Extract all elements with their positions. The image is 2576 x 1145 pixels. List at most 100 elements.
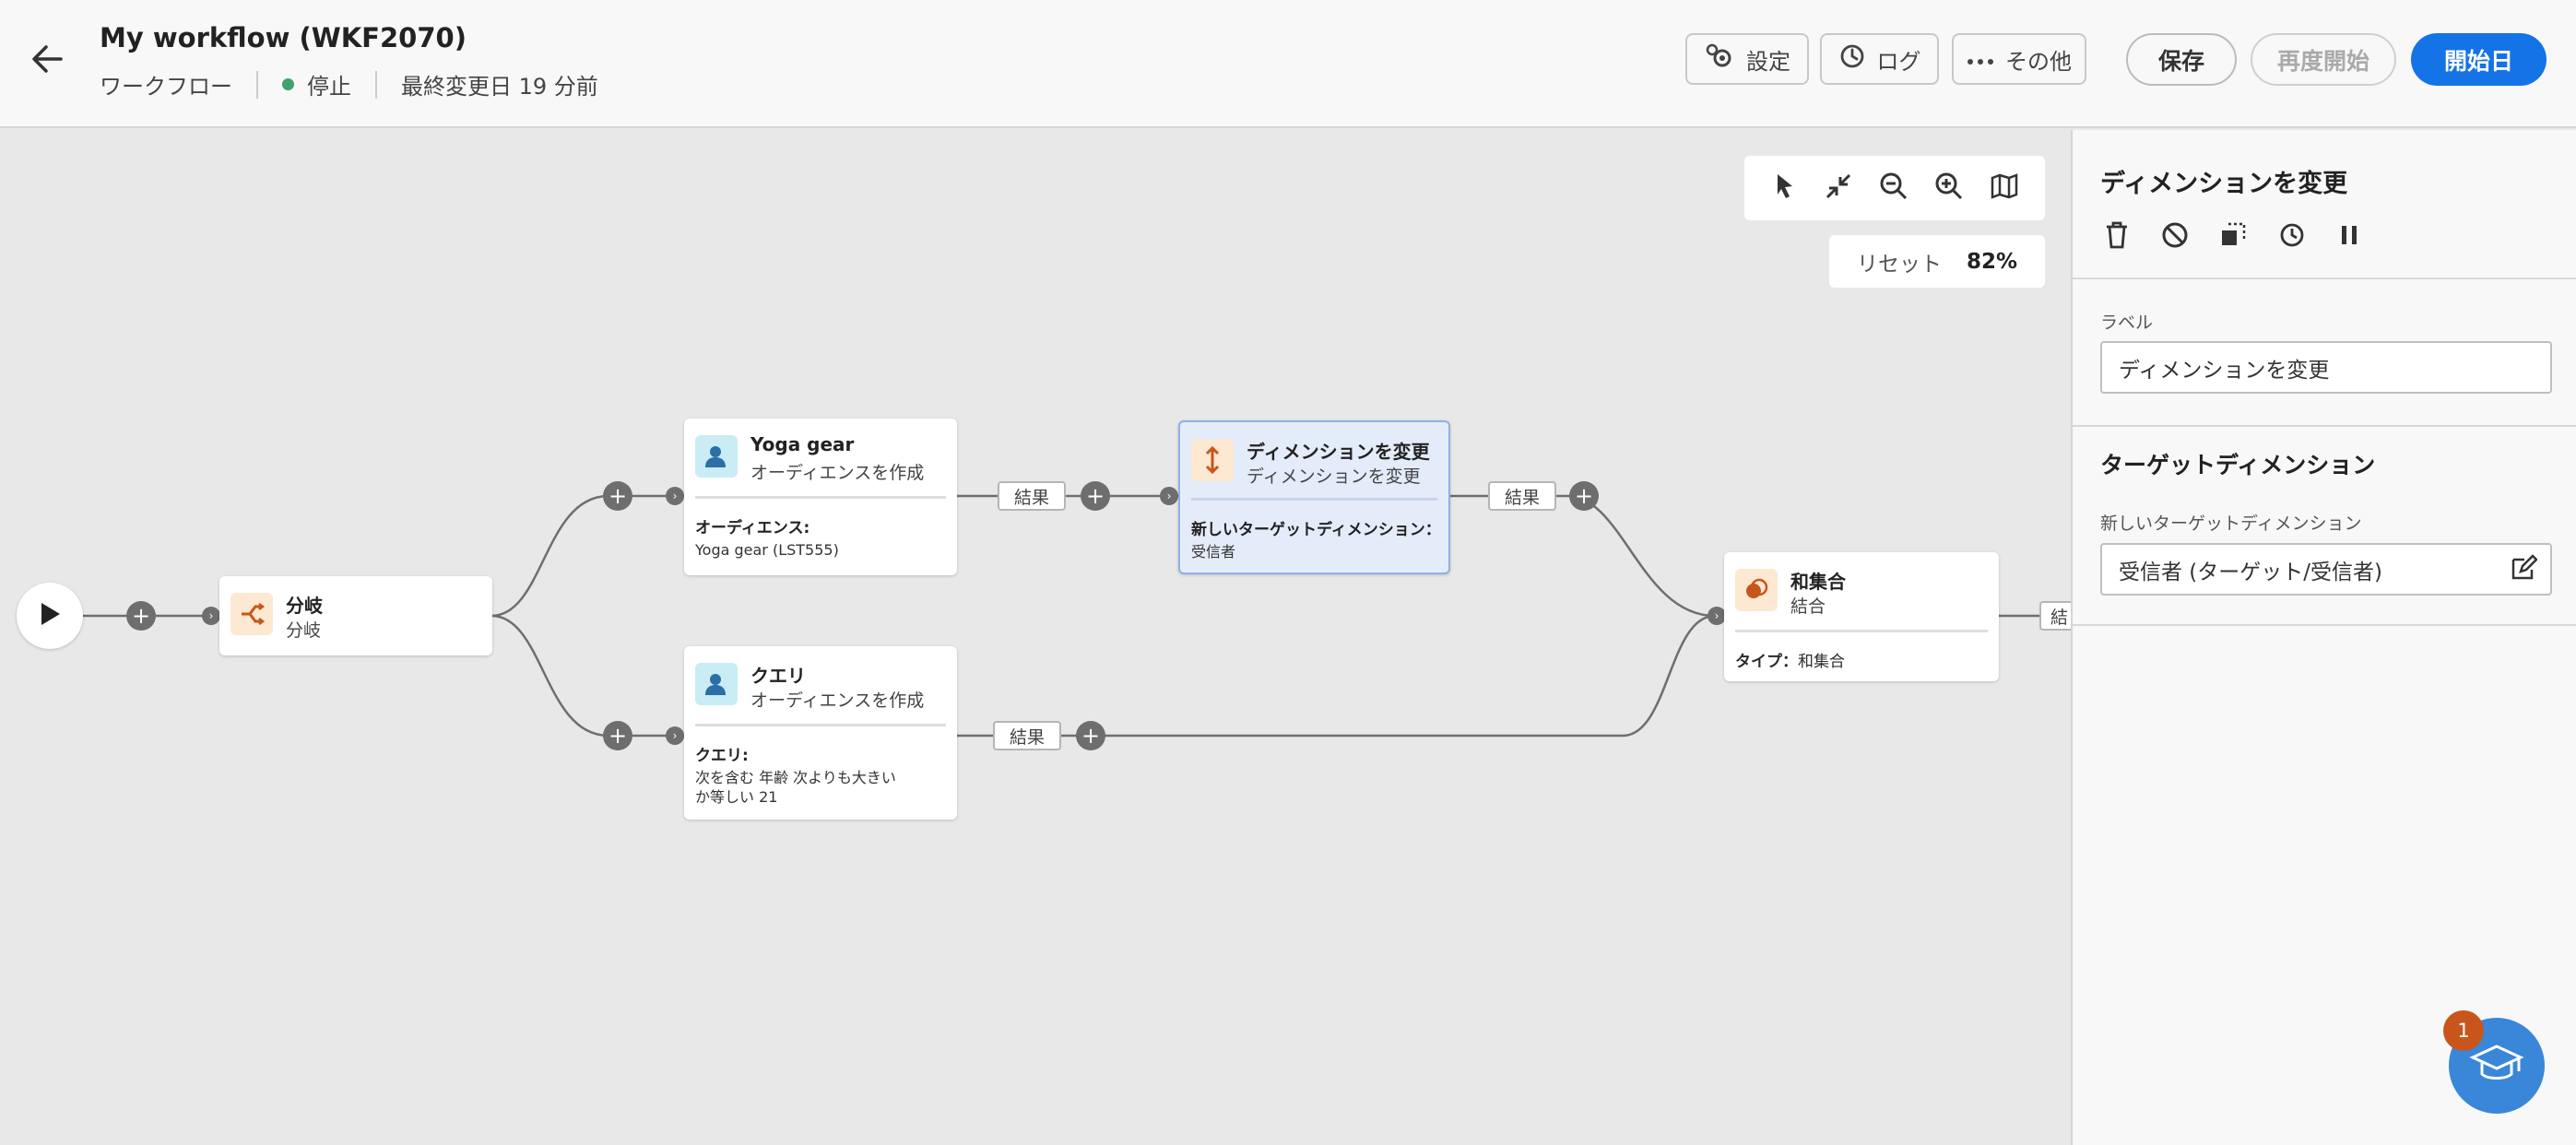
chevron-right-icon: › xyxy=(666,487,684,505)
label-input[interactable]: ディメンションを変更 xyxy=(2100,341,2552,394)
pause-icon[interactable] xyxy=(2333,218,2366,252)
chevron-right-icon: › xyxy=(1160,487,1178,505)
zoom-controls: リセット 82% xyxy=(1829,235,2045,288)
more-label: その他 xyxy=(2005,48,2072,75)
history-icon xyxy=(1838,42,1866,76)
node-change-dimension[interactable]: ディメンションを変更 ディメンションを変更 新しいターゲットディメンション： 受… xyxy=(1178,420,1450,574)
reset-button[interactable]: リセット xyxy=(1857,252,1942,277)
status-text: 停止 xyxy=(307,74,351,100)
play-icon xyxy=(38,601,62,631)
divider xyxy=(1191,498,1437,501)
restart-button[interactable]: 再度開始 xyxy=(2251,33,2396,86)
divider xyxy=(2073,277,2576,279)
node-union[interactable]: 和集合 結合 タイプ：和集合 xyxy=(1724,552,1999,681)
workflow-canvas[interactable]: + › 分岐 分岐 + › + › Yoga gear オーディエンスを作成 オ… xyxy=(0,130,2071,1145)
fit-view-icon[interactable] xyxy=(1824,171,1853,205)
add-activity-button[interactable]: + xyxy=(1081,481,1110,511)
target-dimension-caption: 新しいターゲットディメンション xyxy=(2100,513,2362,534)
add-activity-button[interactable]: + xyxy=(603,481,632,511)
workflow-type: ワークフロー xyxy=(100,74,232,100)
target-dimension-field[interactable]: 受信者 (ターゲット/受信者) xyxy=(2100,543,2499,596)
node-subtitle: ディメンションを変更 xyxy=(1247,466,1421,487)
node-subtitle: オーディエンスを作成 xyxy=(750,691,925,711)
node-query[interactable]: クエリ オーディエンスを作成 クエリ: 次を含む 年齢 次よりも大きい か等しい… xyxy=(684,646,957,820)
logs-button[interactable]: ログ xyxy=(1820,33,1939,85)
node-subtitle: 結合 xyxy=(1790,596,1826,617)
zoom-out-icon[interactable] xyxy=(1879,171,1908,205)
settings-label: 設定 xyxy=(1746,48,1790,75)
workflow-title: My workflow (WKF2070) xyxy=(100,22,467,53)
result-chip[interactable]: 結果 xyxy=(993,721,1062,750)
pointer-icon[interactable] xyxy=(1770,171,1798,205)
node-key: 新しいターゲットディメンション： xyxy=(1191,521,1441,539)
node-value-line2: か等しい 21 xyxy=(695,788,778,806)
notification-badge: 1 xyxy=(2443,1010,2484,1051)
canvas-toolbar xyxy=(1744,156,2045,220)
add-activity-button[interactable]: + xyxy=(126,601,156,631)
start-button[interactable]: 開始日 xyxy=(2411,33,2546,86)
logs-label: ログ xyxy=(1876,48,1921,75)
add-activity-button[interactable]: + xyxy=(1569,481,1599,511)
panel-title: ディメンションを変更 xyxy=(2100,170,2348,198)
result-chip[interactable]: 結 xyxy=(2039,601,2071,631)
node-subtitle: オーディエンスを作成 xyxy=(750,463,925,483)
map-icon[interactable] xyxy=(1990,171,2019,205)
node-value: 受信者 xyxy=(1191,543,1236,561)
add-activity-button[interactable]: + xyxy=(603,721,632,750)
more-button[interactable]: その他 xyxy=(1952,33,2086,85)
properties-panel: ディメンションを変更 ラベル ディメンションを変更 ターゲットディメンション 新… xyxy=(2071,130,2576,1145)
status-dot-icon xyxy=(282,78,294,90)
chevron-right-icon: › xyxy=(1707,607,1726,625)
zoom-level: 82% xyxy=(1966,249,2017,274)
label-caption: ラベル xyxy=(2100,313,2154,333)
play-button[interactable] xyxy=(17,583,83,649)
zoom-in-icon[interactable] xyxy=(1934,171,1964,205)
last-modified: 最終変更日 19 分前 xyxy=(401,74,598,100)
divider xyxy=(2073,624,2576,626)
node-title: クエリ xyxy=(750,665,806,687)
node-value: 和集合 xyxy=(1798,653,1845,671)
node-value-line1: 次を含む 年齢 次よりも大きい xyxy=(695,769,896,786)
divider xyxy=(695,496,946,499)
divider xyxy=(2073,425,2576,427)
branch-icon xyxy=(230,593,273,635)
back-arrow-icon[interactable] xyxy=(28,39,68,79)
more-icon xyxy=(1967,46,1994,72)
chevron-right-icon: › xyxy=(666,726,684,745)
node-branch[interactable]: 分岐 分岐 xyxy=(219,576,492,655)
settings-button[interactable]: 設定 xyxy=(1685,33,1809,85)
delete-icon[interactable] xyxy=(2100,218,2133,252)
change-dimension-icon xyxy=(1191,439,1234,481)
node-title: 和集合 xyxy=(1790,571,1846,593)
node-key: クエリ: xyxy=(695,747,749,765)
node-title: Yoga gear xyxy=(750,433,855,455)
copy-icon[interactable] xyxy=(2216,218,2250,252)
result-chip[interactable]: 結果 xyxy=(998,481,1067,511)
audience-icon xyxy=(695,663,738,705)
connector-lines xyxy=(74,494,2071,738)
save-button[interactable]: 保存 xyxy=(2126,33,2237,86)
gear-icon xyxy=(1704,42,1735,76)
divider xyxy=(256,70,258,99)
disable-icon[interactable] xyxy=(2158,218,2192,252)
node-subtitle: 分岐 xyxy=(286,620,322,641)
node-key: オーディエンス: xyxy=(695,519,810,537)
node-yoga-gear[interactable]: Yoga gear オーディエンスを作成 オーディエンス: Yoga gear … xyxy=(684,419,957,575)
history-icon[interactable] xyxy=(2275,218,2308,252)
divider xyxy=(1735,630,1988,632)
node-value: Yoga gear (LST555) xyxy=(695,541,839,559)
audience-icon xyxy=(695,435,738,478)
add-activity-button[interactable]: + xyxy=(1076,721,1105,750)
chevron-right-icon: › xyxy=(202,607,220,625)
workflow-meta: ワークフロー 停止 最終変更日 19 分前 xyxy=(100,68,598,100)
node-title: 分岐 xyxy=(286,595,323,617)
union-icon xyxy=(1735,569,1778,611)
divider xyxy=(695,724,946,726)
node-key: タイプ： xyxy=(1735,653,1798,671)
node-type: タイプ：和集合 xyxy=(1735,648,1845,671)
edit-icon xyxy=(2510,553,2538,585)
graduation-cap-icon xyxy=(2469,1041,2524,1091)
result-chip[interactable]: 結果 xyxy=(1488,481,1557,511)
edit-target-button[interactable] xyxy=(2497,543,2552,596)
divider xyxy=(375,70,377,99)
